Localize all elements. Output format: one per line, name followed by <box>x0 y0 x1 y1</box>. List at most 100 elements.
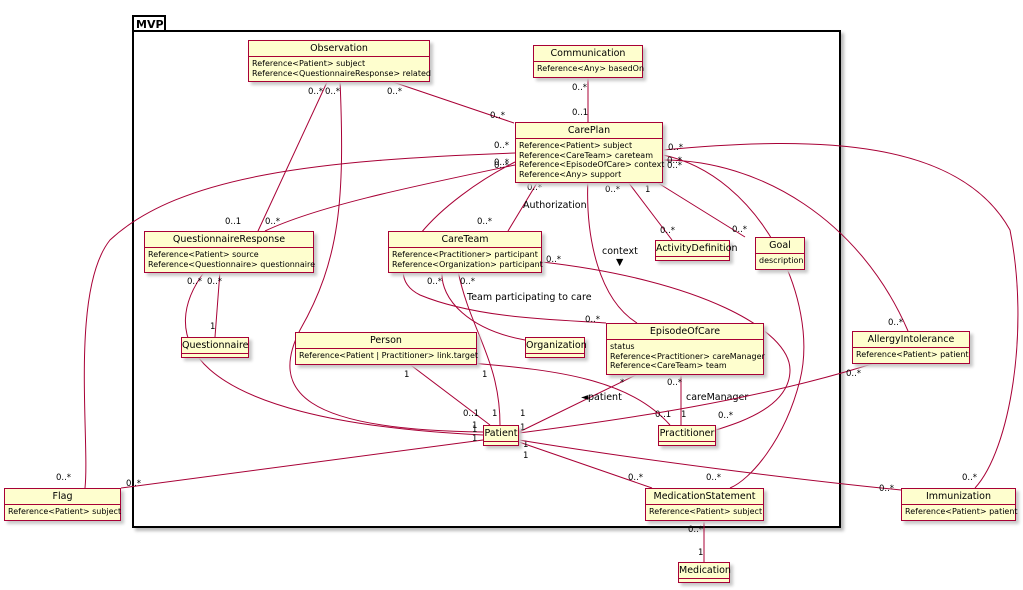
association-label-careteam-patient: Team participating to care <box>466 292 592 303</box>
class-name: Questionnaire <box>182 340 249 351</box>
class-attributes: Reference<Patient> patient <box>902 504 1018 520</box>
class-name: ActivityDefinition <box>656 243 738 254</box>
class-attribute: Reference<Patient> subject <box>519 141 633 150</box>
class-attribute: Reference<Patient> source <box>148 250 259 259</box>
multiplicity-immunization-end: 0..* <box>879 484 894 494</box>
class-name: Goal <box>769 240 791 251</box>
class-attribute: Reference<Patient> subject <box>8 507 122 516</box>
multiplicity-careplan-end: 0..* <box>605 185 620 195</box>
multiplicity-medicationstatement-end: 0..* <box>706 473 721 483</box>
class-attribute: description <box>759 256 804 265</box>
association-label-episodeofcare-patient: patient <box>588 392 622 403</box>
association-person-patient <box>407 362 491 426</box>
class-organization: Organization <box>525 337 587 358</box>
association-allergyintolerance-patient <box>518 361 879 434</box>
multiplicity-careteam-end: 0..* <box>546 255 561 265</box>
class-attribute-compartment <box>679 578 729 582</box>
multiplicity-patient-end: 1 <box>520 423 525 433</box>
association-observation-careplan <box>386 79 515 124</box>
class-name: AllergyIntolerance <box>867 334 955 345</box>
association-careplan-goal <box>649 177 746 238</box>
multiplicity-flag-end: 0..* <box>56 473 71 483</box>
class-attributes: Reference<Any> basedOn <box>534 61 645 77</box>
association-episodeofcare-patient <box>518 372 641 433</box>
class-attribute-compartment <box>656 256 729 260</box>
class-attribute: Reference<Patient> patient <box>856 350 969 359</box>
multiplicity-person-end: 1 <box>404 370 409 380</box>
association-patient-medicationstatement <box>518 441 653 489</box>
class-attribute: Reference<CareTeam> team <box>610 361 727 370</box>
class-name: CareTeam <box>441 234 489 245</box>
package-frame <box>132 30 841 528</box>
class-practitioner: Practitioner <box>658 425 716 446</box>
direction-arrow-careplan-episodeofcare: ▼ <box>616 257 624 268</box>
class-attribute-compartment <box>182 353 248 357</box>
association-observation-patient <box>289 79 484 433</box>
multiplicity-questionnaireresponse-end: 0..* <box>187 277 202 287</box>
multiplicity-patient-end: 1 <box>492 409 497 419</box>
multiplicity-patient-end: 1 <box>523 451 528 461</box>
class-attributes: Reference<Patient> subject <box>5 504 122 520</box>
association-label-careplan-episodeofcare: context <box>602 246 638 257</box>
multiplicity-activitydefinition-end: 0..* <box>660 226 675 236</box>
multiplicity-practitioner-end: 0..* <box>718 411 733 421</box>
class-attribute: Reference<EpisodeOfCare> context <box>519 160 665 169</box>
multiplicity-person-end: 1 <box>482 370 487 380</box>
multiplicity-medication-end: 1 <box>698 548 703 558</box>
multiplicity-goal-end: 0..* <box>732 225 747 235</box>
multiplicity-careplan-end: 0..* <box>494 141 509 151</box>
class-attribute: Reference<Any> support <box>519 169 622 179</box>
association-careplan-episodeofcare <box>587 177 638 324</box>
class-attribute: Reference<Patient | Practitioner> link.t… <box>299 351 479 360</box>
multiplicity-medicationstatement-end: 0..* <box>688 525 703 535</box>
class-attribute: Reference<CareTeam> careteam <box>519 150 653 160</box>
class-name: EpisodeOfCare <box>649 326 721 337</box>
multiplicity-patient-end: 1 <box>523 440 528 450</box>
association-careteam-patient <box>457 270 501 426</box>
class-name: QuestionnaireResponse <box>172 234 286 245</box>
association-careplan-questionnaireresponse <box>264 164 516 232</box>
class-attribute: Reference<Patient> patient <box>905 507 1018 516</box>
association-careplan-allergyintolerance <box>662 159 909 332</box>
class-medication: Medication <box>678 562 731 583</box>
class-name: Communication <box>550 48 626 59</box>
class-name: Medication <box>679 565 731 576</box>
association-careplan-careteam <box>507 177 541 232</box>
association-careplan-immunization <box>662 143 1019 489</box>
multiplicity-questionnaireresponse-end: 0..1 <box>225 217 241 227</box>
multiplicity-medicationstatement-end: 0..* <box>628 473 643 483</box>
association-careplan-organization <box>402 161 607 324</box>
association-careteam-practitioner <box>541 261 791 431</box>
multiplicity-questionnaireresponse-end: 0..* <box>207 277 222 287</box>
class-attribute: Reference<Questionnaire> questionnaire <box>148 259 316 269</box>
class-attribute: Reference<Practitioner> careManager <box>610 351 765 361</box>
multiplicity-episodeofcare-end: * <box>620 378 624 388</box>
multiplicity-immunization-end: 0..* <box>962 473 977 483</box>
multiplicity-practitioner-end: 1 <box>681 410 686 420</box>
class-name: CarePlan <box>567 125 611 136</box>
association-patient-immunization <box>518 439 902 491</box>
multiplicity-organization-end: 0..* <box>585 315 600 325</box>
multiplicity-careplan-end: 1 <box>645 185 650 195</box>
class-questionnaire: Questionnaire <box>181 337 249 358</box>
multiplicity-allergyintolerance-end: 0..* <box>888 318 903 328</box>
multiplicity-patient-end: 1 <box>472 421 477 431</box>
class-attribute: Reference<Practitioner> participant <box>392 250 538 259</box>
multiplicity-careplan-end: 0..* <box>667 161 682 171</box>
class-attribute-compartment <box>526 353 584 357</box>
class-attribute: Reference<Any> basedOn <box>537 64 645 73</box>
class-name: Patient <box>484 428 518 439</box>
class-name: Practitioner <box>659 428 715 439</box>
association-careplan-flag <box>83 152 516 489</box>
class-activitydefinition: ActivityDefinition <box>655 240 738 261</box>
